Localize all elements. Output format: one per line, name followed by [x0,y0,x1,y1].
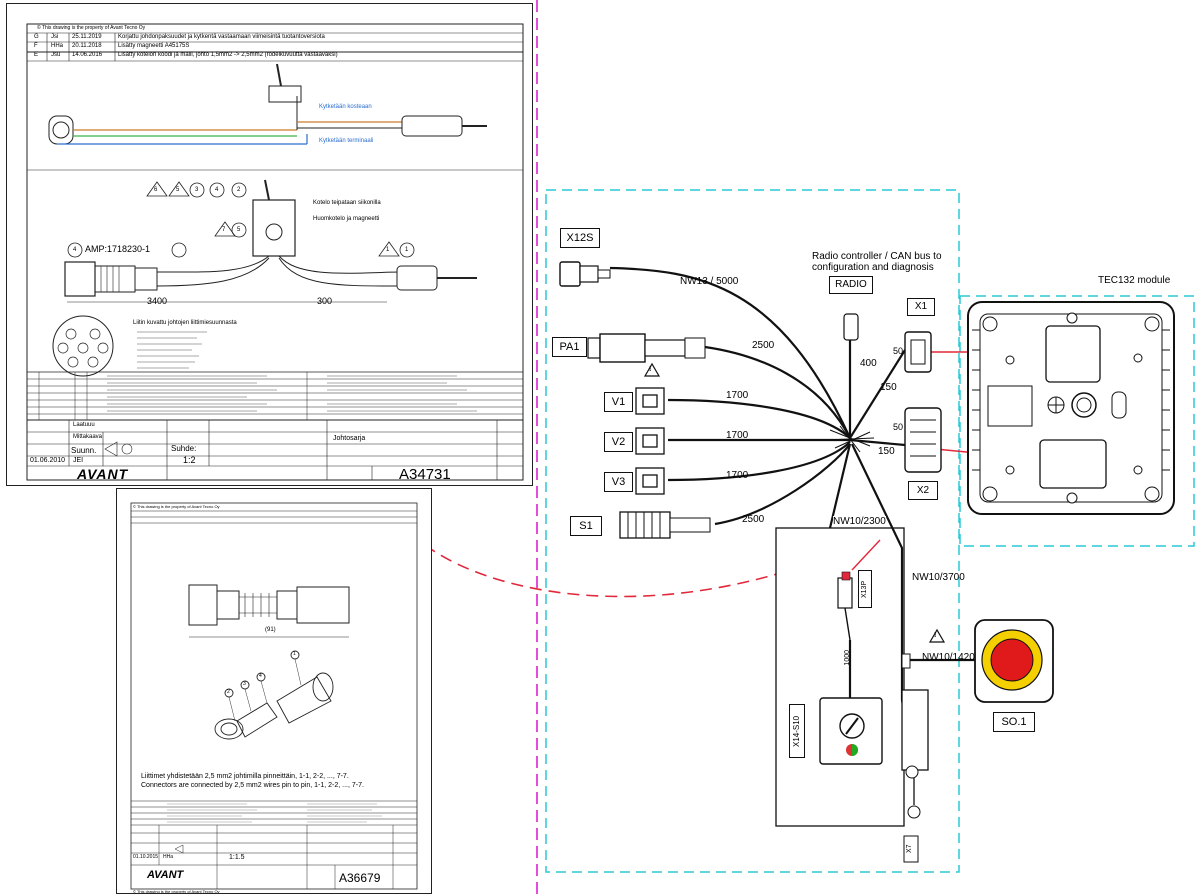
tb-label-2: Suunn. [71,446,97,455]
circle-num-4: 2 [237,187,241,193]
sheet-bottom-footer: © This drawing is the property of Avant … [133,889,220,894]
wire-1700c: 1700 [726,470,749,481]
wire-50a: 50 [893,346,904,356]
tb-label-0: Laatuuu [73,422,95,428]
caption-en: Connectors are connected by 2,5 mm2 wire… [141,782,364,789]
circle-num-6: 5 [237,227,241,233]
wire-400: 400 [860,358,877,369]
rev-e-text: Lisätty kotelon koodi ja malli, johto 1,… [118,52,338,58]
label-so1: SO.1 [993,712,1035,732]
label-v1: V1 [604,392,633,412]
warn-symbol-2: ! [934,632,937,639]
pins-title: Liitin kuvattu johtojen liittimiesuunnas… [133,320,237,326]
sheet-top-header: © This drawing is the property of Avant … [37,25,146,31]
note-1: Kotelo teipataan siikonilla [313,200,381,206]
label-x12s: X12S [560,228,600,248]
circle-num-9: 1 [405,247,409,253]
bottom-circle-1: 2 [227,689,230,695]
label-v3: V3 [604,472,633,492]
bottom-circle-3: 4 [259,673,262,679]
wiring-diagram [545,189,1195,873]
circle-num-0: 6 [154,187,158,193]
drawing-sheet-bottom: © This drawing is the property of Avant … [116,488,432,894]
rev-g-rev: G [34,34,39,40]
amp-label: AMP:1718230-1 [85,244,151,254]
circle-num-2: 3 [195,187,199,193]
wire-1000: 1000 [844,650,851,666]
rev-g-date: 25.11.2019 [72,34,102,40]
wire-nw10-1420: NW10/1420 [922,652,975,663]
circle-num-1: 5 [176,187,180,193]
rev-e-rev: E [34,52,39,58]
label-x2: X2 [908,481,938,500]
bottom-item-code: A36679 [339,871,381,885]
dim-300: 300 [317,296,333,306]
label-v2: V2 [604,432,633,452]
tb-date: 01.06.2010 [30,457,66,464]
label-pa1: PA1 [552,337,587,357]
rev-f-text: Lisätty magneetti A45175S [118,43,190,49]
wire-50b: 50 [893,422,904,432]
wire-1700a: 1700 [726,390,749,401]
tb-drawn: JEI [73,457,84,464]
bottom-circle-2: 3 [243,681,246,687]
wire-150a: 150 [880,382,897,393]
wire-1700b: 1700 [726,430,749,441]
wire-2500b: 2500 [742,514,765,525]
magenta-divider [536,0,538,894]
rev-g-by: Jsi [51,34,59,40]
circle-num-7: 1 [386,247,390,253]
label-x1: X1 [907,298,935,316]
bottom-drawn: HHa [163,854,174,860]
tb-scale: 1:2 [183,455,196,465]
radio-note-line1: Radio controller / CAN bus to [812,251,942,262]
module-label: TEC132 module [1098,275,1171,286]
caption-fi: Liittimet yhdistetään 2,5 mm2 johtimilla… [141,773,349,780]
bottom-dim: (91) [265,627,276,633]
circle-num-5: 7 [222,227,226,233]
wire-note-top: Kytketään kosteaan [319,104,372,110]
wire-note-bot: Kytketään terminaali [319,138,374,144]
bottom-scale: 1:1.5 [229,854,245,861]
label-x7: X7 [906,844,913,854]
wire-nw13: NW13 / 5000 [680,276,739,287]
tb-name: Johtosarja [333,435,366,442]
radio-note: Radio controller / CAN bus to configurat… [812,251,942,273]
circle-num-8: 4 [73,247,77,253]
label-x14s10: X14-S10 [789,704,805,758]
tb-label-1: Mittakaava [73,434,103,440]
note-2: Huomkotelo ja magneetti [313,216,380,222]
drawing-sheet-top: © This drawing is the property of Avant … [6,3,533,486]
rev-e-date: 14.06.2016 [72,52,103,58]
sheet-bottom-header: © This drawing is the property of Avant … [133,504,220,509]
bottom-circle-0: 1 [293,651,296,657]
dim-3400: 3400 [147,296,168,306]
wire-nw10-3700: NW10/3700 [912,572,965,583]
bottom-date: 01.10.2015 [133,854,159,860]
wire-150b: 150 [878,446,895,457]
rev-g-text: Korjattu johdonpaksuudet ja kytkentä vas… [118,34,325,40]
tb-item-code: A34731 [399,466,451,483]
warn-symbol-1: ! [649,366,652,373]
tb-label-3: Suhde: [171,444,197,453]
rev-f-by: HHa [51,43,64,49]
circle-num-3: 4 [215,187,219,193]
rev-e-by: Jsu [51,52,61,58]
wire-nw10-2300: NW10/2300 [833,516,886,527]
rev-f-date: 20.11.2018 [72,43,102,49]
label-x13p: X13P [858,570,872,608]
bottom-avant-logo: AVANT [147,869,184,881]
avant-logo: AVANT [77,466,129,482]
wire-2500a: 2500 [752,340,775,351]
label-s1: S1 [570,516,602,536]
radio-note-line2: configuration and diagnosis [812,262,934,273]
label-radio: RADIO [829,276,873,294]
rev-f-rev: F [34,43,38,49]
